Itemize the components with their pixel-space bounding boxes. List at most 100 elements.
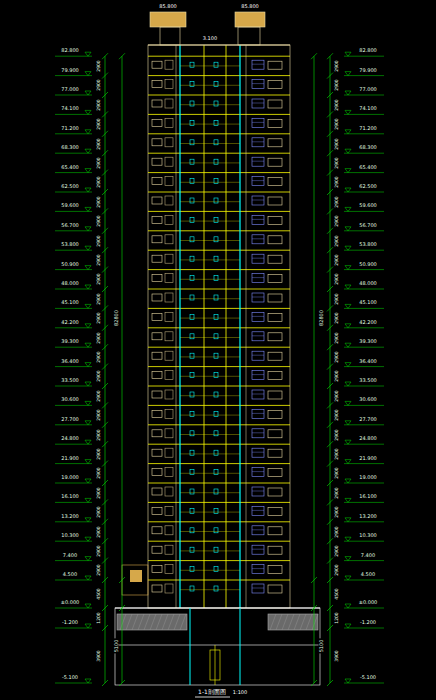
window-mullion — [252, 374, 264, 375]
elevation-symbol — [345, 72, 351, 76]
door — [190, 547, 194, 552]
elevation-symbol — [85, 324, 91, 328]
window — [252, 138, 264, 147]
elevation-value: -5.100 — [61, 675, 79, 680]
window-mullion — [252, 238, 264, 239]
balcony — [165, 99, 173, 108]
door — [190, 276, 194, 281]
elevation-symbol — [345, 537, 351, 541]
balcony — [268, 61, 282, 69]
elevation-line — [55, 444, 92, 445]
dimension-text: 3900 — [335, 649, 340, 662]
floor-slab — [148, 386, 290, 387]
elevation-line — [55, 133, 92, 134]
dimension-text: 2900 — [97, 79, 102, 92]
elevation-value: 16.100 — [60, 494, 80, 499]
window — [252, 468, 264, 477]
balcony — [268, 139, 282, 147]
floor-slab — [148, 211, 290, 212]
window — [252, 60, 264, 69]
elevation-line — [55, 560, 92, 561]
balcony — [268, 236, 282, 244]
balcony — [268, 527, 282, 535]
window — [252, 565, 264, 574]
elevation-value: 62.500 — [60, 184, 80, 189]
hatch — [168, 614, 174, 630]
elevation-symbol — [345, 460, 351, 464]
balcony — [268, 197, 282, 205]
door — [190, 489, 194, 494]
door — [214, 179, 218, 184]
window-mullion — [252, 180, 264, 181]
door — [214, 314, 218, 319]
door — [190, 334, 194, 339]
elevation-value: 4.500 — [360, 572, 376, 577]
window — [152, 119, 162, 126]
window-mullion — [252, 471, 264, 472]
elevation-value: 33.500 — [60, 378, 80, 383]
balcony — [165, 118, 173, 127]
dimension-text: 2900 — [97, 467, 102, 480]
door — [190, 237, 194, 242]
elevation-symbol — [85, 188, 91, 192]
dimension-text: 2900 — [97, 137, 102, 150]
elevation-symbol — [85, 537, 91, 541]
core-wall — [204, 45, 205, 608]
window — [152, 333, 162, 340]
elevation-line — [55, 366, 92, 367]
dim-tick — [311, 577, 317, 583]
dimension-text: 2900 — [335, 486, 340, 499]
elevation-symbol — [85, 679, 91, 683]
door — [214, 392, 218, 397]
elevation-value: 53.800 — [60, 242, 80, 247]
elevation-symbol — [345, 401, 351, 405]
total-dimension: 5100 — [319, 638, 324, 653]
dim-tick — [119, 53, 125, 59]
elevation-value: 24.800 — [358, 436, 378, 441]
hatch — [132, 614, 138, 630]
elevation-line — [55, 502, 92, 503]
door — [190, 353, 194, 358]
elevation-value: 50.900 — [60, 261, 80, 266]
floor-detail — [180, 531, 240, 532]
floor-detail — [180, 376, 240, 377]
building-outline — [148, 45, 290, 608]
elevation-value: 30.600 — [60, 397, 80, 402]
floor-slab — [148, 424, 290, 425]
elevation-value: 10.300 — [60, 533, 80, 538]
elevation-symbol — [345, 440, 351, 444]
elevation-symbol — [345, 343, 351, 347]
balcony — [268, 449, 282, 457]
floor-slab — [148, 541, 290, 542]
dimension-text: 2900 — [97, 525, 102, 538]
window-mullion — [252, 413, 264, 414]
elevation-symbol — [85, 149, 91, 153]
window — [152, 566, 162, 573]
elevation-value: 56.700 — [60, 222, 80, 227]
elevation-value: 74.100 — [358, 106, 378, 111]
balcony — [165, 371, 173, 380]
floor-detail — [180, 356, 240, 357]
elevation-symbol — [85, 91, 91, 95]
window-mullion — [252, 394, 264, 395]
window — [152, 197, 162, 204]
elevation-symbol — [85, 110, 91, 114]
window — [152, 139, 162, 146]
floor-slab — [148, 580, 290, 581]
door — [214, 101, 218, 106]
core-wall — [226, 45, 227, 608]
floor-detail — [180, 453, 240, 454]
title-underline — [195, 697, 230, 698]
elevation-symbol — [345, 227, 351, 231]
window-mullion — [252, 161, 264, 162]
elevation-line — [55, 683, 92, 684]
door — [214, 450, 218, 455]
dimension-text: 2900 — [97, 117, 102, 130]
balcony — [165, 506, 173, 515]
roof-tank — [235, 12, 265, 27]
balcony — [268, 158, 282, 166]
hatch — [312, 614, 318, 630]
dimension-text: 2900 — [97, 564, 102, 577]
hatch — [306, 614, 312, 630]
floor-detail — [180, 415, 240, 416]
